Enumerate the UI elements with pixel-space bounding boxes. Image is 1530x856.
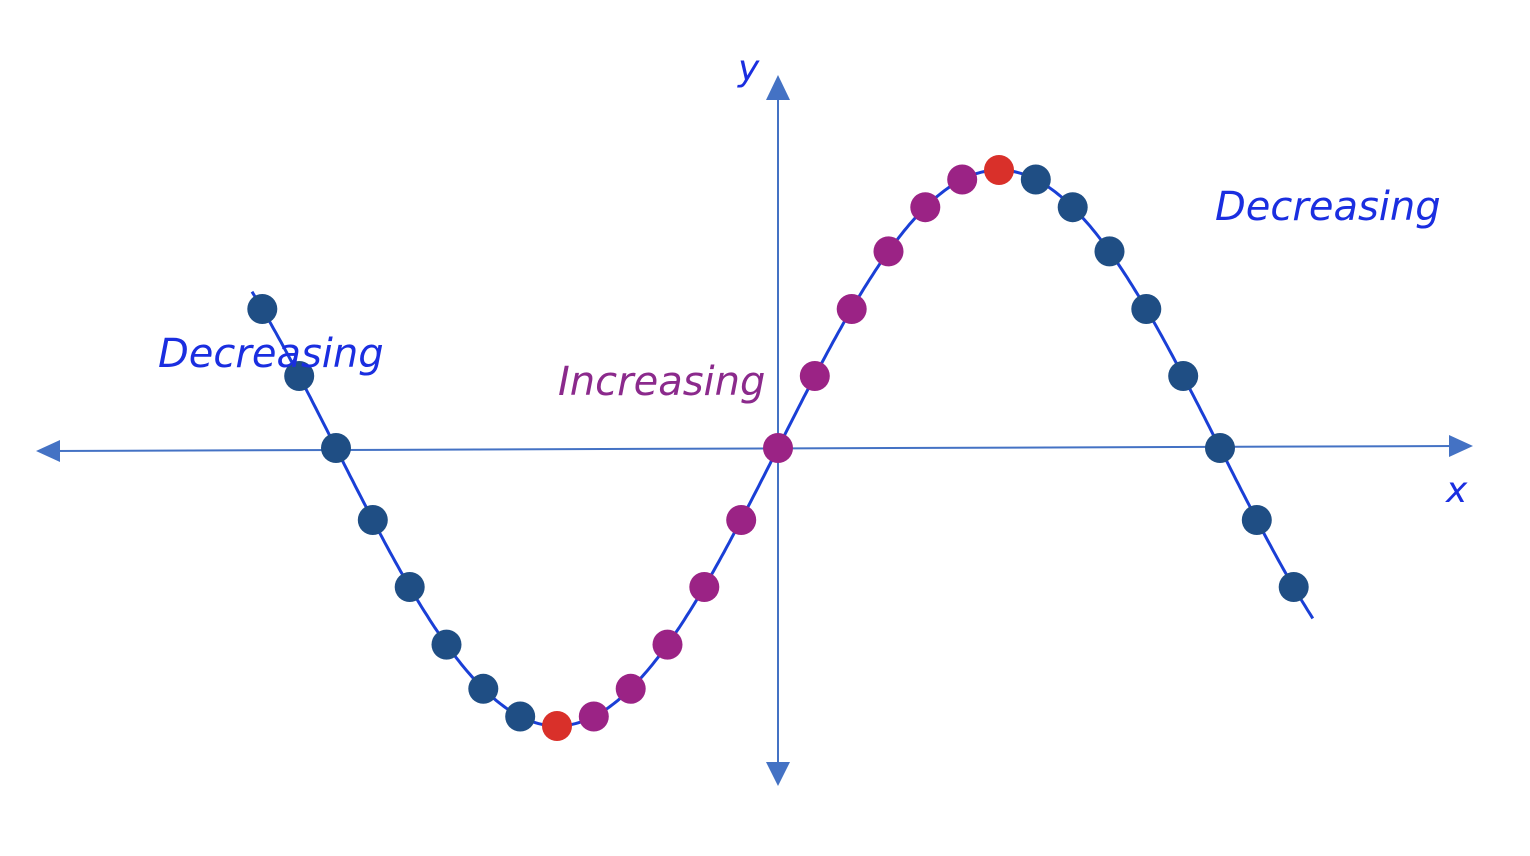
point-turning bbox=[542, 711, 572, 741]
point-decreasing bbox=[357, 505, 388, 535]
point-decreasing bbox=[321, 433, 351, 463]
y-axis-bottom-arrow bbox=[766, 762, 790, 786]
curve-points bbox=[247, 155, 1309, 741]
point-turning bbox=[984, 155, 1014, 185]
point-decreasing bbox=[505, 701, 536, 732]
point-decreasing bbox=[394, 572, 425, 602]
x-axis-line bbox=[49, 445, 1459, 452]
point-decreasing bbox=[1131, 294, 1162, 324]
point-increasing bbox=[578, 701, 609, 732]
point-increasing bbox=[799, 361, 830, 391]
y-axis: y bbox=[737, 48, 790, 786]
point-decreasing bbox=[1094, 236, 1125, 267]
point-increasing bbox=[652, 629, 683, 660]
point-increasing bbox=[910, 192, 941, 223]
point-increasing bbox=[947, 164, 978, 195]
point-increasing bbox=[726, 505, 757, 535]
point-decreasing bbox=[468, 673, 499, 704]
point-decreasing bbox=[431, 629, 462, 660]
point-decreasing bbox=[1205, 433, 1235, 463]
y-axis-label: y bbox=[737, 48, 760, 89]
point-increasing bbox=[873, 236, 904, 267]
label-decreasing-left: Decreasing bbox=[158, 331, 384, 377]
label-decreasing-right: Decreasing bbox=[1215, 184, 1441, 230]
point-increasing bbox=[836, 294, 867, 324]
point-decreasing bbox=[1057, 192, 1088, 223]
x-axis-right-arrow bbox=[1449, 435, 1473, 457]
point-increasing bbox=[763, 433, 793, 463]
label-increasing: Increasing bbox=[558, 359, 765, 405]
point-decreasing bbox=[284, 361, 315, 391]
point-increasing bbox=[615, 673, 646, 704]
x-axis-label: x bbox=[1445, 470, 1468, 511]
point-decreasing bbox=[1278, 572, 1309, 602]
point-increasing bbox=[689, 572, 720, 602]
y-axis-top-arrow bbox=[766, 75, 790, 100]
point-decreasing bbox=[1020, 164, 1051, 195]
point-decreasing bbox=[247, 294, 278, 324]
point-decreasing bbox=[1241, 505, 1272, 535]
x-axis-left-arrow bbox=[36, 440, 60, 462]
x-axis: x bbox=[36, 435, 1473, 511]
point-decreasing bbox=[1168, 361, 1199, 391]
